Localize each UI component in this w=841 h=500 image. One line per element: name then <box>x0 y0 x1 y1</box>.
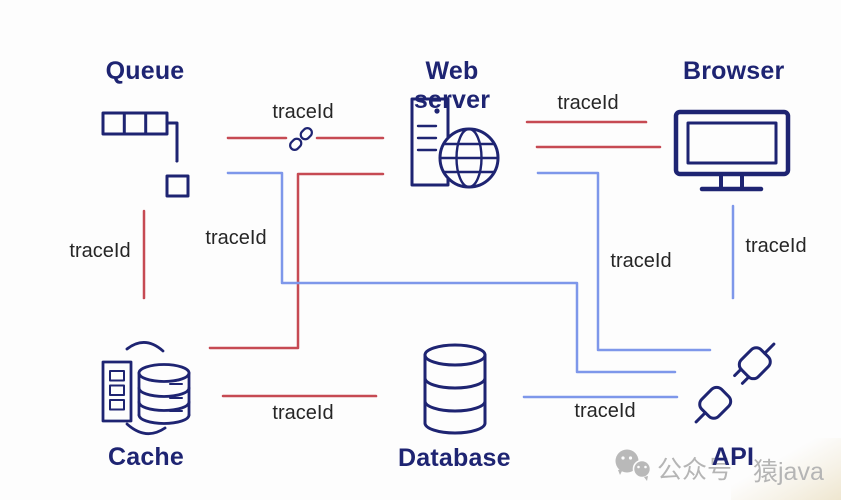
edge-web-server-to-cache <box>208 172 385 350</box>
node-title-web-server: Web server <box>413 57 491 114</box>
cache-icon <box>101 342 191 434</box>
node-title-api: API <box>711 443 755 471</box>
frame-corner-tint <box>731 438 841 500</box>
wechat-icon <box>615 449 652 481</box>
chain-link-icon <box>289 127 313 151</box>
edge-label-api-database: traceId <box>574 400 636 422</box>
api-icon <box>694 342 776 424</box>
watermark-account-label: 公众号 <box>657 456 733 484</box>
node-title-cache: Cache <box>107 443 185 471</box>
cache-refresh-bottom-arrow <box>125 422 167 434</box>
edge-api-to-queue <box>226 173 677 374</box>
node-title-browser: Browser <box>683 57 785 85</box>
cache-refresh-top-arrow <box>125 342 165 353</box>
browser-icon <box>673 109 791 192</box>
edge-label-queue-cache: traceId <box>69 240 131 262</box>
edge-label-browser-api: traceId <box>745 235 807 257</box>
watermark-account-name: 猿java <box>753 458 824 486</box>
node-title-queue: Queue <box>105 57 185 85</box>
database-icon <box>423 343 487 435</box>
edge-label-web-server-browser: traceId <box>557 92 619 114</box>
edge-label-api-web-server: traceId <box>610 250 672 272</box>
web-server-icon <box>410 97 500 189</box>
queue-icon <box>101 111 190 198</box>
node-title-database: Database <box>398 444 511 472</box>
edge-label-web-server-queue: traceId <box>272 101 334 123</box>
edge-label-cache-database: traceId <box>272 402 334 424</box>
edge-api-to-web-server <box>536 173 712 352</box>
edge-label-web-server-cache: traceId <box>205 227 267 249</box>
